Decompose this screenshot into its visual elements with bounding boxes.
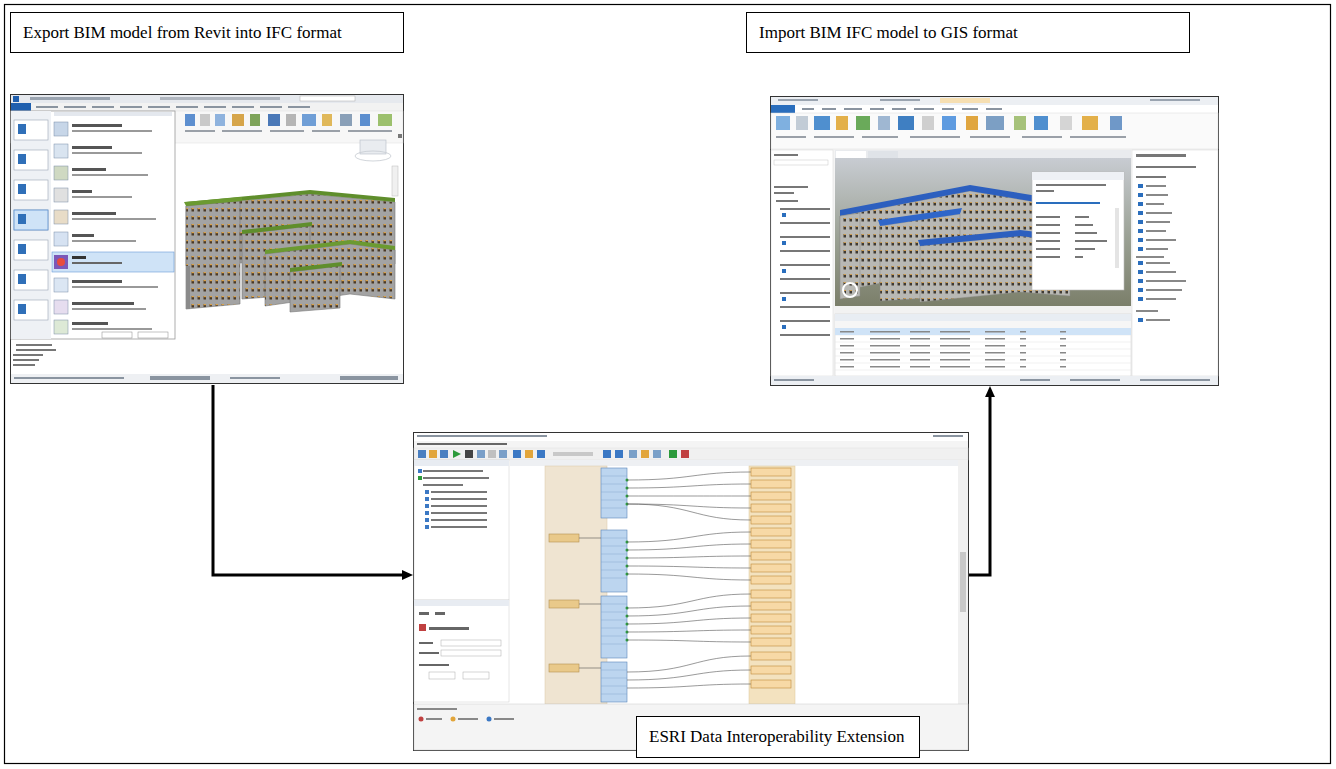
- step-title: Import BIM IFC model to GIS format: [746, 12, 1190, 53]
- workflow-step: ESRI Data Interoperability Extension: [413, 432, 969, 758]
- arcgis-screenshot: [770, 96, 1219, 386]
- revit-screenshot: [10, 94, 404, 384]
- step-title: ESRI Data Interoperability Extension: [636, 716, 920, 758]
- flow-arrow: [969, 386, 995, 575]
- fme-workbench-screenshot: [413, 432, 969, 752]
- step-title: Export BIM model from Revit into IFC for…: [10, 12, 404, 53]
- workflow-step: Import BIM IFC model to GIS format: [746, 12, 1219, 386]
- flow-arrow: [213, 385, 413, 580]
- workflow-step: Export BIM model from Revit into IFC for…: [10, 12, 404, 385]
